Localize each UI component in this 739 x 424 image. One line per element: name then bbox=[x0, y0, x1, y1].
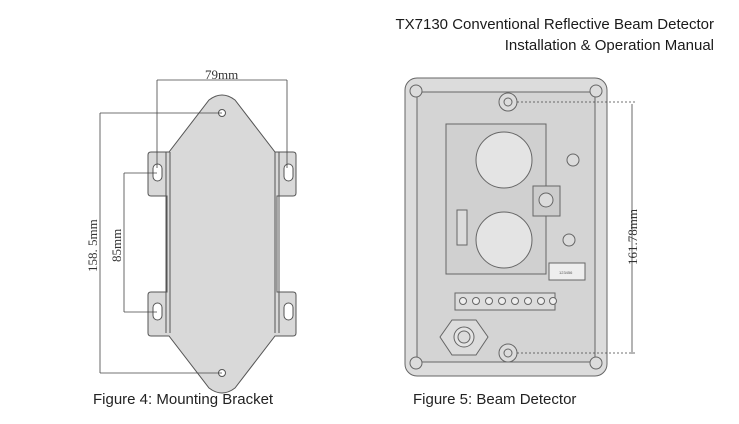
header-subtitle: Installation & Operation Manual bbox=[504, 37, 714, 54]
header-title: TX7130 Conventional Reflective Beam Dete… bbox=[395, 16, 714, 33]
figure-4-caption: Figure 4: Mounting Bracket bbox=[93, 391, 274, 408]
dim-height-label: 161.78mm bbox=[625, 209, 640, 265]
bracket-plate bbox=[147, 94, 297, 394]
dip-switch-labels: 123456 bbox=[559, 270, 573, 275]
lens-bottom bbox=[475, 211, 533, 269]
dim-hole-spacing-label: 85mm bbox=[109, 229, 124, 262]
dim-width-label: 79mm bbox=[205, 67, 238, 82]
lens-top bbox=[475, 131, 533, 189]
figure-5-caption: Figure 5: Beam Detector bbox=[413, 391, 577, 408]
dim-height-label: 158. 5mm bbox=[85, 219, 100, 272]
